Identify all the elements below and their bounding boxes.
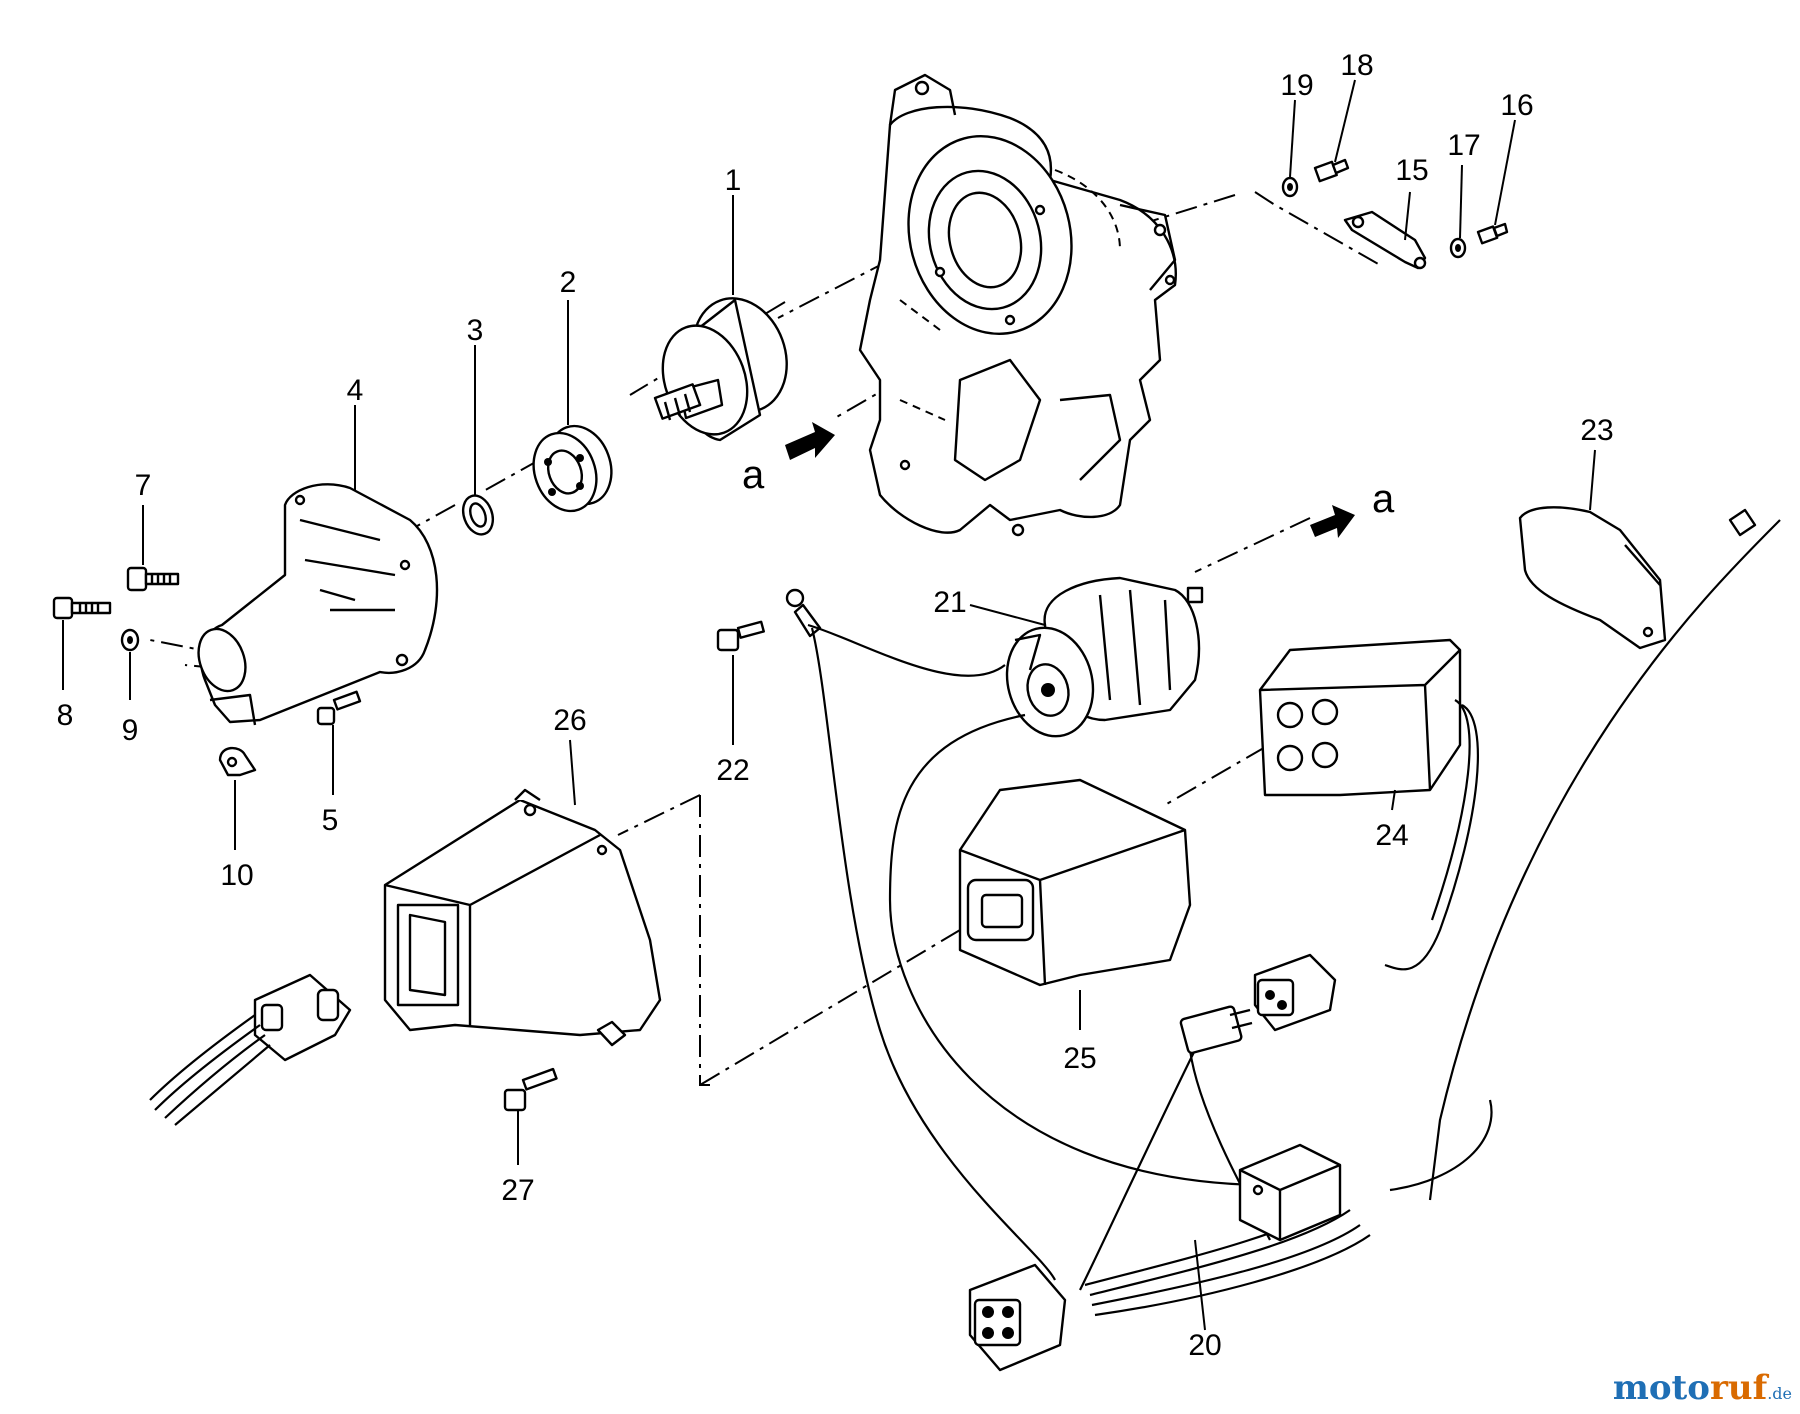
logo-suffix: .de (1767, 1384, 1792, 1403)
part-5-screw (316, 690, 362, 726)
callout-23: 23 (1580, 414, 1613, 447)
part-9-washer (120, 628, 140, 652)
callout-9: 9 (122, 714, 139, 747)
callout-21: 21 (933, 586, 966, 619)
leader-lines (62, 79, 1596, 1331)
coil-connector (1253, 953, 1337, 1032)
left-connector (149, 973, 352, 1126)
callout-4: 4 (347, 374, 364, 407)
small-plug (1179, 1005, 1253, 1055)
part-7-bolt (126, 566, 180, 592)
callout-18: 18 (1340, 49, 1373, 82)
callout-17: 17 (1447, 129, 1480, 162)
reference-label-a-right: a (1372, 477, 1395, 521)
callout-22: 22 (716, 754, 749, 787)
callout-24: 24 (1375, 819, 1408, 852)
part-24-unit (1258, 638, 1462, 797)
callout-20: 20 (1188, 1329, 1221, 1362)
callout-labels: 1 2 3 4 5 7 8 9 10 15 16 17 18 19 20 21 … (57, 49, 1614, 1362)
gear-case (858, 73, 1177, 537)
motoruf-logo: motoruf.de (1613, 1368, 1792, 1408)
part-27-screw (503, 1067, 558, 1112)
callout-7: 7 (135, 469, 152, 502)
terminal-ring (785, 588, 822, 638)
part-23-cover (1518, 506, 1757, 650)
part-2-bearing (532, 424, 613, 513)
part-17-washer (1449, 237, 1467, 259)
logo-part-2: ruf (1709, 1368, 1768, 1408)
part-8-bolt (52, 596, 112, 620)
part-18-screw (1313, 158, 1350, 183)
part-16-screw (1476, 222, 1509, 245)
callout-15: 15 (1395, 154, 1428, 187)
reference-arrow-a-right: a (1310, 477, 1395, 538)
logo-part-1: moto (1612, 1368, 1710, 1408)
part-15-bracket (1343, 210, 1427, 270)
part-21-motor (1005, 576, 1204, 738)
callout-8: 8 (57, 699, 74, 732)
callout-2: 2 (560, 266, 577, 299)
part-3-circlip (461, 494, 495, 536)
callout-27: 27 (501, 1174, 534, 1207)
callout-16: 16 (1500, 89, 1533, 122)
part-20-connector (968, 1263, 1067, 1372)
callout-5: 5 (322, 804, 339, 837)
part-1-clutch-drum (653, 297, 788, 442)
wire-harness (807, 519, 1781, 1317)
part-22-screw (716, 620, 765, 652)
reference-arrow-a-left: a (742, 422, 835, 497)
part-25-coil (958, 778, 1192, 987)
junction-box (1238, 1143, 1342, 1242)
callout-25: 25 (1063, 1042, 1096, 1075)
callout-19: 19 (1280, 69, 1313, 102)
part-26-housing (383, 788, 662, 1047)
part-19-washer (1281, 176, 1299, 198)
callout-3: 3 (467, 314, 484, 347)
callout-26: 26 (553, 704, 586, 737)
callout-1: 1 (725, 164, 742, 197)
reference-label-a-left: a (742, 453, 765, 497)
part-10-clip (218, 746, 257, 777)
callout-10: 10 (220, 859, 253, 892)
part-4-housing (197, 483, 439, 726)
